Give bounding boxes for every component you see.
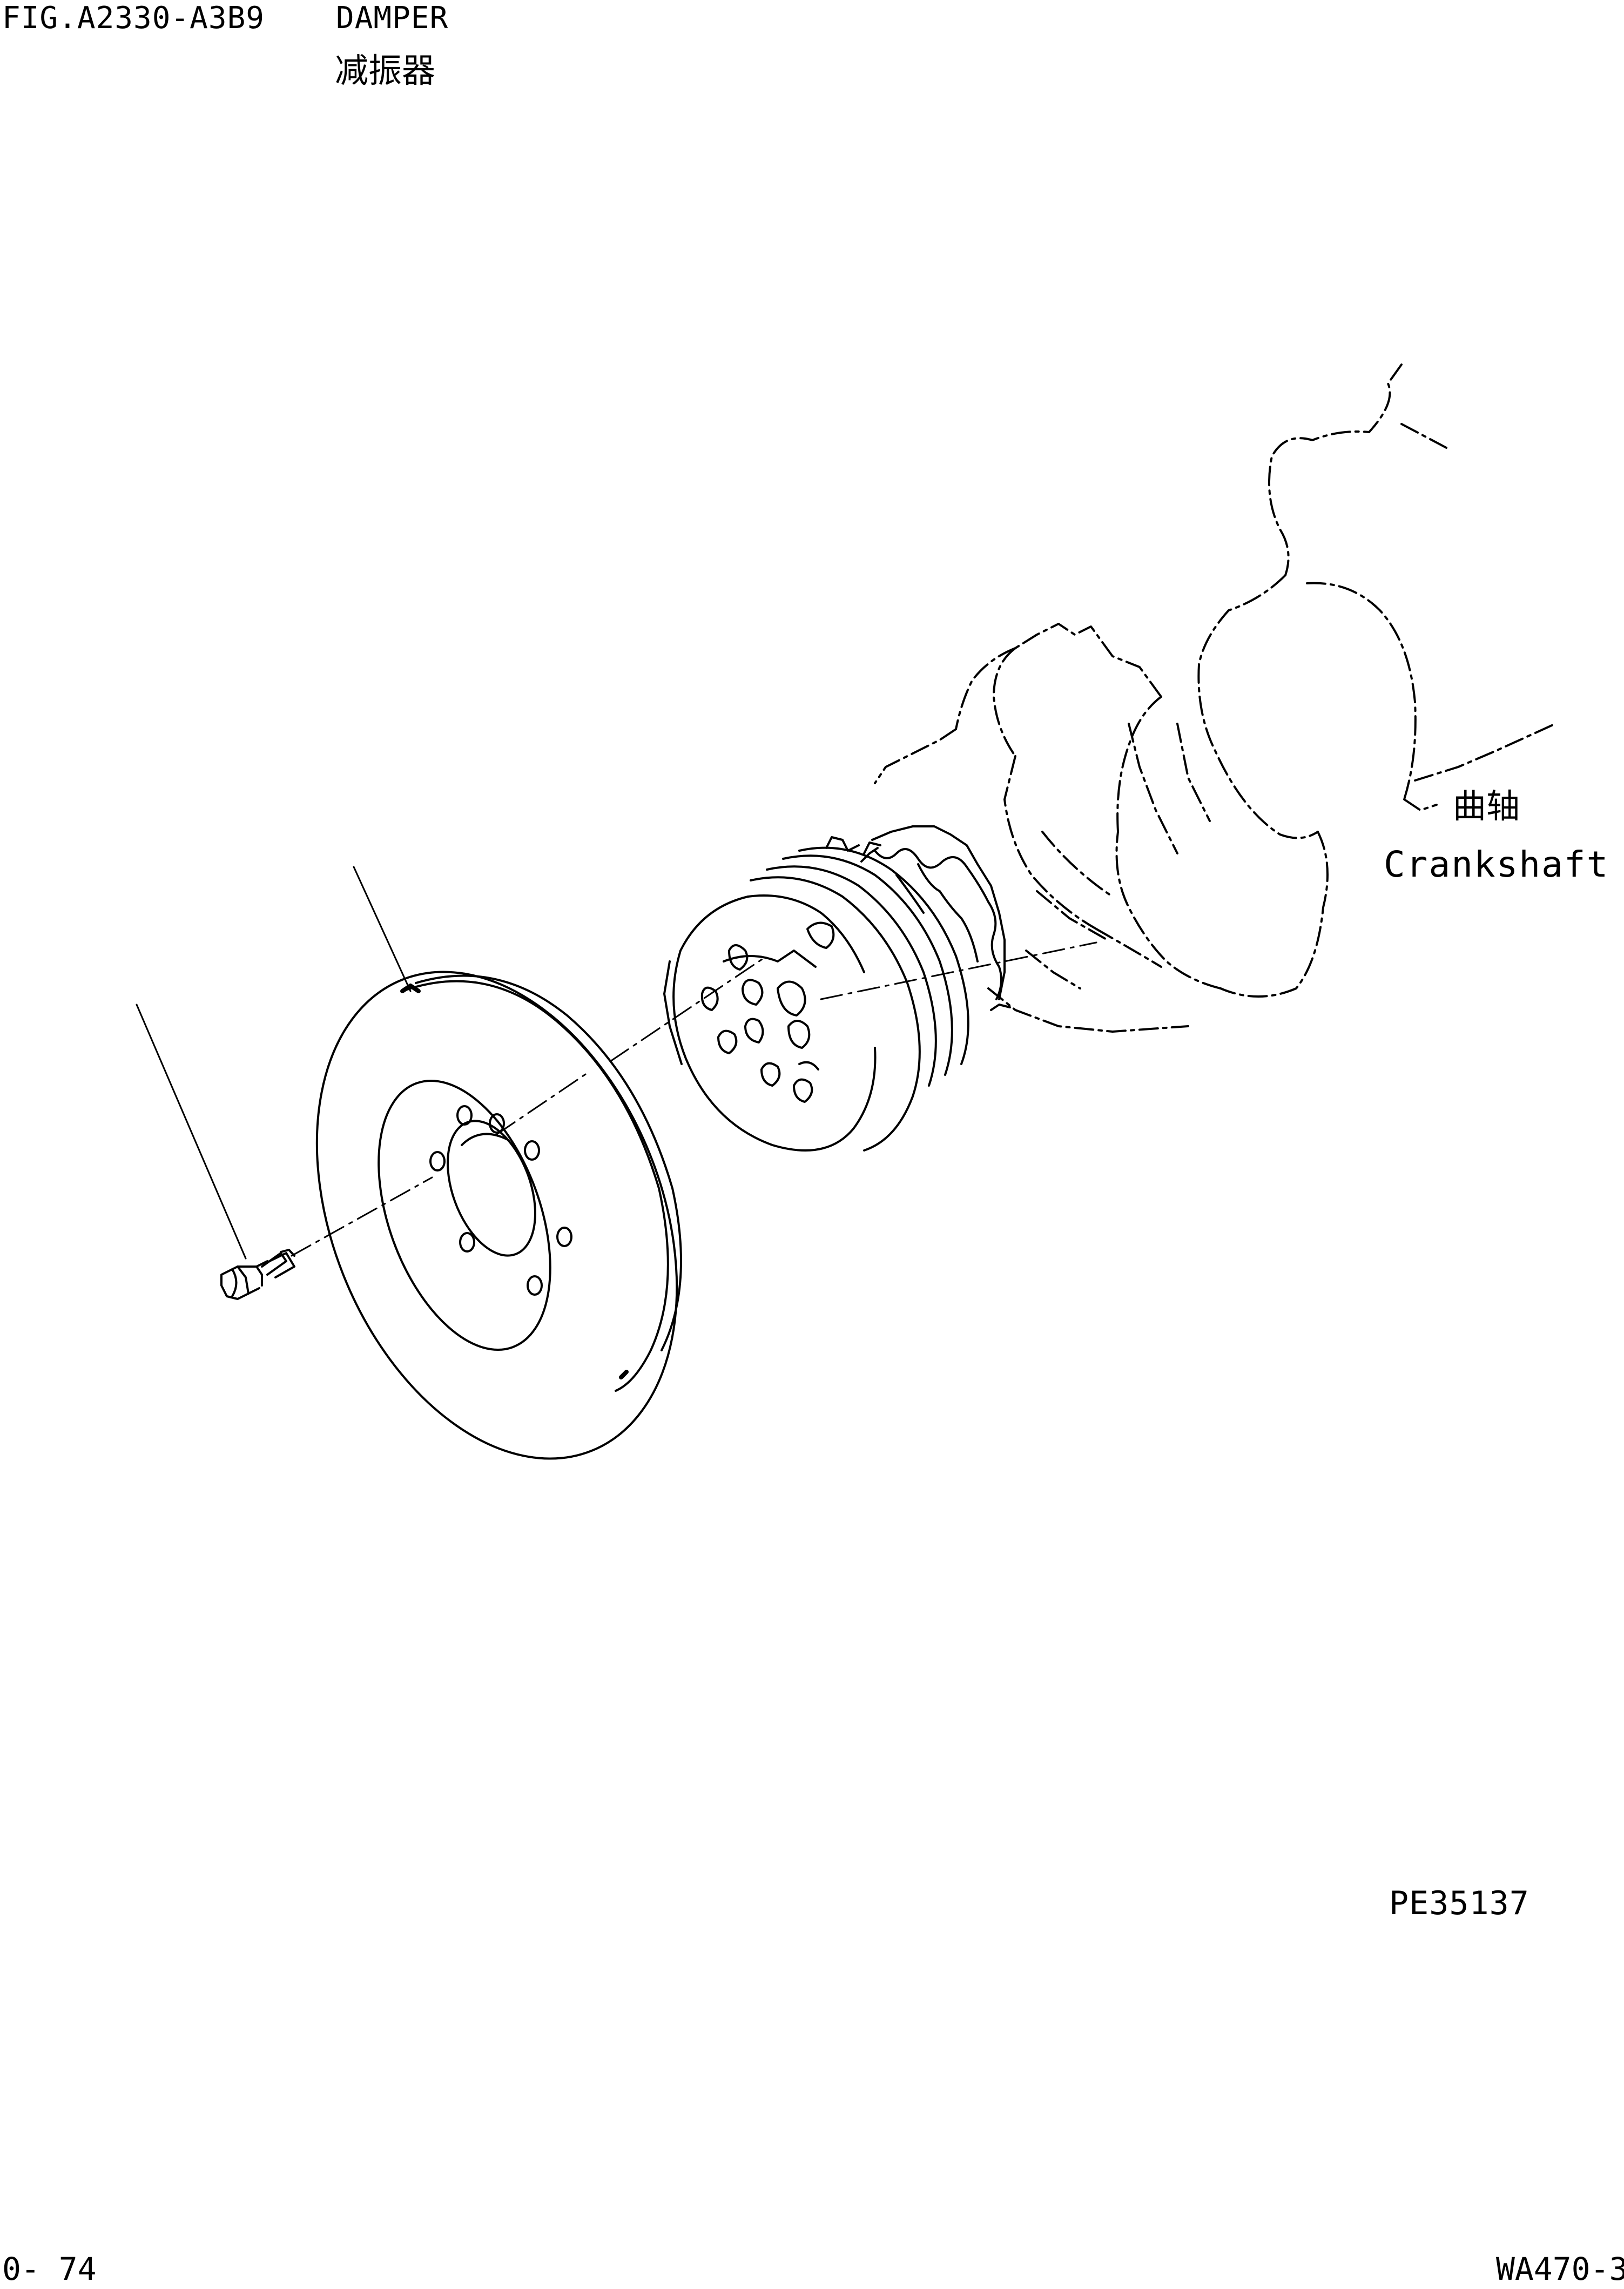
model-number: WA470-3: [1496, 2251, 1624, 2287]
bolt: [220, 1249, 295, 1300]
crankshaft-phantom: [874, 363, 1556, 1033]
page-number: 0- 74: [2, 2251, 97, 2287]
leader-lines: [136, 866, 412, 1260]
figure-code: FIG.A2330-A3B9: [2, 1, 265, 36]
crankshaft-label-chinese: 曲轴: [1453, 786, 1520, 826]
title-chinese: 减振器: [335, 51, 436, 90]
crankshaft-gear: [860, 825, 1011, 1011]
drawing-number: PE35137: [1389, 1884, 1529, 1922]
centerline: [291, 941, 1097, 1257]
crankshaft-label-english: Crankshaft: [1384, 844, 1609, 885]
title-english: DAMPER: [336, 1, 449, 36]
damper-disc: [315, 971, 682, 1460]
crankshaft-pulley: [663, 836, 969, 1152]
